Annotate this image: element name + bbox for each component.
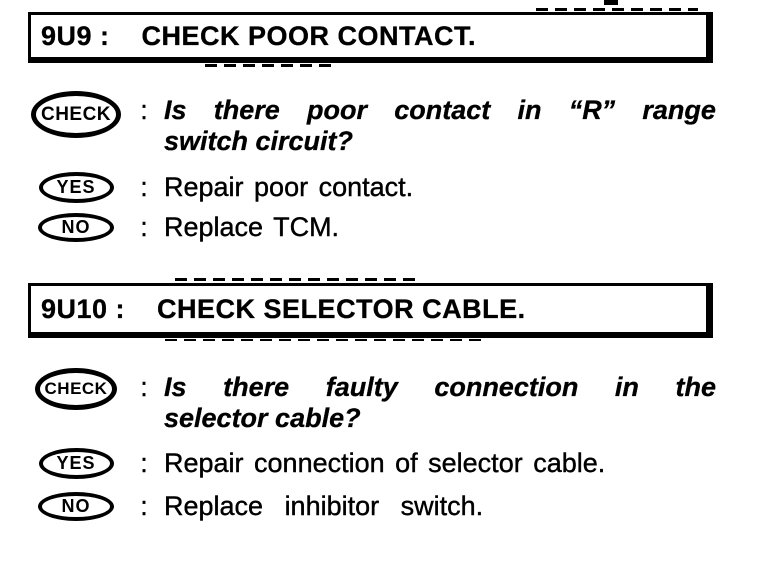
no-badge: NO — [38, 491, 114, 521]
yes-badge: YES — [38, 447, 114, 479]
scan-artifact — [205, 64, 335, 67]
colon-separator: : — [140, 211, 148, 242]
scan-artifact — [536, 8, 698, 11]
step-title: CHECK POOR CONTACT. — [141, 20, 477, 51]
question-line-2: switch circuit? — [164, 126, 354, 156]
step-header-9u10: 9U10 : CHECK SELECTOR CABLE. — [28, 283, 713, 338]
yes-badge-label: YES — [56, 176, 96, 197]
yes-badge: YES — [38, 171, 114, 203]
step-title: CHECK SELECTOR CABLE. — [157, 293, 526, 324]
yes-action-text: Repair poor contact. — [164, 171, 414, 202]
scan-artifact — [175, 278, 420, 281]
check-badge: CHECK — [35, 368, 117, 410]
no-row-9u9: NO : Replace TCM. — [28, 210, 716, 244]
no-action-text: Replace inhibitor switch. — [164, 490, 484, 521]
no-badge-label: NO — [61, 495, 91, 516]
no-badge-label: NO — [61, 216, 91, 237]
yes-row-9u10: YES : Repair connection of selector cabl… — [28, 446, 716, 480]
colon-separator: : — [140, 95, 148, 125]
yes-badge-label: YES — [56, 452, 96, 473]
scan-artifact — [165, 339, 483, 341]
check-badge-label: CHECK — [44, 379, 108, 398]
step-code: 9U10 : — [41, 293, 126, 324]
colon-separator: : — [140, 372, 148, 402]
colon-separator: : — [140, 171, 148, 202]
no-badge: NO — [38, 212, 114, 242]
colon-separator: : — [140, 490, 148, 521]
question-line-2: selector cable? — [164, 403, 361, 433]
no-action-text: Replace TCM. — [164, 211, 340, 242]
check-badge: CHECK — [31, 91, 121, 138]
scan-artifact — [604, 0, 618, 5]
step-header-9u9: 9U9 : CHECK POOR CONTACT. — [28, 12, 713, 63]
step-code: 9U9 : — [41, 20, 110, 51]
colon-separator: : — [140, 447, 148, 478]
check-badge-label: CHECK — [40, 103, 112, 125]
yes-row-9u9: YES : Repair poor contact. — [28, 170, 716, 204]
no-row-9u10: NO : Replace inhibitor switch. — [28, 489, 716, 523]
yes-action-text: Repair connection of selector cable. — [164, 447, 606, 478]
